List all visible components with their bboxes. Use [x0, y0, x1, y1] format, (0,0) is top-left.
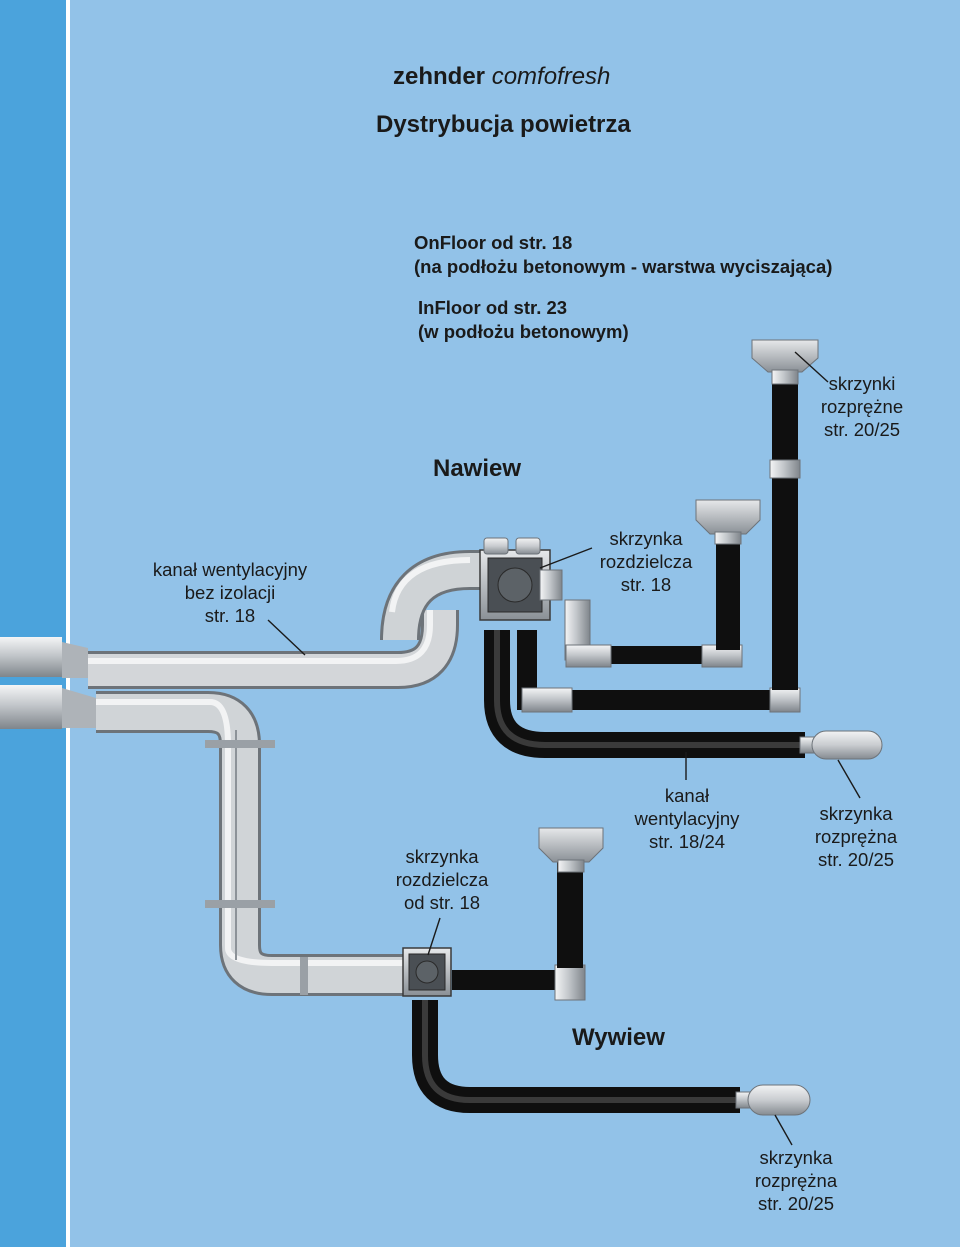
side-strip [0, 0, 66, 1247]
label-vent-duct: kanał wentylacyjny str. 18/24 [634, 785, 740, 852]
section-supply-heading: Nawiew [433, 455, 522, 482]
label-plenum-box-right: skrzynka rozprężna str. 20/25 [814, 803, 898, 870]
leader-lines [267, 351, 861, 1146]
onfloor-note-line1: OnFloor od str. 18 [414, 232, 573, 253]
exhaust-flex-ducts [412, 860, 740, 1113]
brand-name-bold: zehnder [393, 63, 486, 90]
leader-distribution-box-top [539, 547, 593, 569]
plenum-box-top-middle [695, 499, 761, 545]
page-title: Dystrybucja powietrza [376, 111, 631, 138]
onfloor-note-line2: (na podłożu betonowym - warstwa wyciszaj… [414, 256, 833, 277]
supply-flex-ducts [484, 380, 805, 758]
leader-plenum-boxes-top [794, 351, 829, 383]
leader-duct-no-insulation [267, 619, 306, 656]
leader-distribution-box-bottom [427, 917, 441, 956]
label-duct-no-insulation: kanał wentylacyjny bez izolacji str. 18 [152, 559, 308, 626]
label-distribution-box-top: skrzynka rozdzielcza str. 18 [599, 528, 693, 595]
leader-plenum-box-bottom [774, 1114, 793, 1146]
exhaust-main-duct [0, 685, 420, 996]
distribution-box-supply [479, 537, 563, 621]
infloor-note-line2: (w podłożu betonowym) [418, 321, 629, 342]
section-exhaust-heading: Wywiew [572, 1024, 665, 1051]
plenum-box-top-exhaust [538, 827, 604, 873]
supply-main-duct [0, 550, 488, 689]
diagram-panel [70, 0, 960, 1247]
brand-name-italic: comfofresh [491, 63, 611, 90]
brand-logo: zehnder comfofresh [393, 62, 610, 92]
plenum-box-cylinder-right [799, 730, 883, 760]
label-plenum-boxes-top: skrzynki rozprężne str. 20/25 [820, 373, 904, 440]
plenum-box-cylinder-bottom [735, 1084, 811, 1116]
label-plenum-box-bottom: skrzynka rozprężna str. 20/25 [754, 1147, 838, 1214]
label-distribution-box-bottom: skrzynka rozdzielcza od str. 18 [395, 846, 489, 913]
plenum-box-top-right [751, 339, 819, 385]
infloor-note-line1: InFloor od str. 23 [418, 297, 568, 318]
distribution-box-exhaust [402, 947, 452, 997]
leader-plenum-box-right [837, 759, 861, 799]
